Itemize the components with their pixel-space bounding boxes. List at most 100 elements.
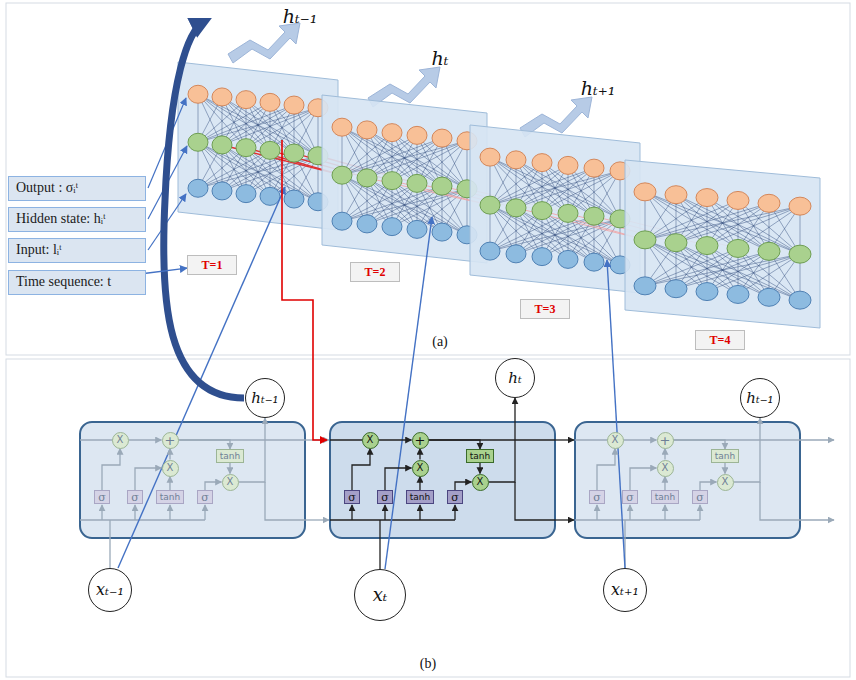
weight-line bbox=[490, 205, 568, 259]
operation-circle: + bbox=[412, 432, 429, 449]
connector bbox=[700, 482, 717, 490]
cell-wire bbox=[699, 505, 700, 520]
panel-a-frame bbox=[6, 3, 850, 355]
neuron bbox=[357, 121, 377, 139]
weight-line bbox=[392, 133, 467, 189]
node-text: T=4 bbox=[710, 334, 731, 346]
weight-line bbox=[516, 219, 620, 254]
time-step-box: T=3 bbox=[520, 299, 570, 319]
connector bbox=[664, 477, 665, 491]
lstm-cell bbox=[575, 422, 834, 590]
connector bbox=[724, 463, 725, 474]
neuron bbox=[407, 174, 427, 192]
node-text: Hidden state: hᵢᵗ bbox=[16, 212, 106, 226]
neuron bbox=[212, 182, 232, 200]
neuron bbox=[634, 277, 656, 295]
node-text: Input: lᵢᵗ bbox=[16, 243, 62, 257]
neuron bbox=[789, 197, 811, 215]
node-text: + bbox=[165, 434, 176, 447]
neuron bbox=[665, 186, 687, 204]
neuron bbox=[357, 169, 377, 187]
weight-line bbox=[342, 127, 417, 183]
neuron bbox=[696, 237, 718, 255]
gate-box: tanh bbox=[651, 490, 679, 504]
hidden-output-label: hₜ₊₁ bbox=[581, 79, 616, 98]
gate-box: σ bbox=[344, 490, 360, 504]
cell-wire bbox=[760, 482, 800, 520]
hidden-state-circle: hₜ₋₁ bbox=[245, 378, 285, 418]
legend-label-box: Hidden state: hᵢᵗ bbox=[8, 207, 146, 232]
neuron bbox=[432, 223, 452, 241]
connector bbox=[102, 449, 120, 491]
neuron bbox=[758, 242, 780, 260]
node-text: σ bbox=[131, 492, 139, 503]
neuron bbox=[584, 253, 604, 271]
node-text: T=1 bbox=[202, 259, 223, 271]
gate-box: σ bbox=[622, 490, 638, 504]
input-circle: xₜ bbox=[354, 569, 406, 621]
weight-line bbox=[676, 254, 800, 289]
connector bbox=[419, 449, 420, 460]
cell-wire bbox=[80, 519, 205, 520]
panel-b-frame bbox=[6, 359, 850, 677]
weight-line bbox=[542, 211, 620, 265]
time-step-box: T=4 bbox=[695, 330, 745, 350]
time-step-box: T=2 bbox=[350, 262, 400, 282]
hidden-output-label: hₜ bbox=[432, 49, 449, 68]
weight-line bbox=[676, 206, 800, 243]
operation-circle: X bbox=[412, 460, 429, 477]
node-text: X bbox=[227, 477, 234, 487]
connector bbox=[379, 439, 412, 440]
neuron bbox=[332, 118, 352, 136]
neuron bbox=[480, 196, 500, 214]
neuron bbox=[480, 242, 500, 260]
legend-label-box: Output : σᵢᵗ bbox=[8, 176, 146, 201]
neuron bbox=[332, 212, 352, 230]
neuron bbox=[532, 202, 552, 220]
cell-wire bbox=[330, 519, 455, 520]
cell-wire bbox=[204, 505, 205, 520]
connector bbox=[229, 463, 230, 474]
neuron bbox=[212, 88, 232, 106]
weight-line bbox=[392, 189, 467, 227]
neuron bbox=[506, 245, 526, 263]
connector bbox=[479, 463, 480, 474]
gate-box: σ bbox=[377, 490, 393, 504]
frame-outline bbox=[178, 62, 338, 230]
node-text: T=2 bbox=[365, 266, 386, 278]
node-text: Time sequence: t bbox=[16, 275, 111, 289]
node-text: X bbox=[417, 463, 424, 473]
weight-line bbox=[707, 206, 800, 245]
node-text: Output : σᵢᵗ bbox=[16, 181, 78, 195]
neuron bbox=[188, 179, 208, 197]
node-text: T=3 bbox=[535, 303, 556, 315]
neuron bbox=[506, 199, 526, 217]
cell-box bbox=[80, 422, 305, 538]
node-text: σ bbox=[348, 492, 356, 503]
connector bbox=[429, 440, 481, 449]
time-step-box: T=1 bbox=[187, 255, 237, 275]
frame-outline bbox=[625, 160, 820, 328]
weight-line bbox=[490, 219, 620, 251]
neuron bbox=[284, 190, 304, 208]
node-text: hₜ₋₁ bbox=[251, 391, 278, 406]
cell-box bbox=[575, 422, 800, 538]
weight-line bbox=[222, 108, 318, 145]
lstm-cell bbox=[80, 422, 329, 590]
node-text: hₜ₋₁ bbox=[746, 391, 773, 406]
cell-wire bbox=[555, 439, 574, 440]
node-text: X bbox=[722, 477, 729, 487]
gate-box: σ bbox=[94, 490, 110, 504]
neuron bbox=[532, 248, 552, 266]
weight-line bbox=[392, 181, 467, 235]
cell-wire bbox=[265, 482, 305, 520]
neuron bbox=[634, 231, 656, 249]
cell-wire bbox=[800, 519, 834, 520]
connector bbox=[179, 440, 231, 449]
neuron bbox=[532, 154, 552, 172]
tanh-box: tanh bbox=[711, 449, 739, 463]
neuron bbox=[260, 141, 280, 159]
cell-wire bbox=[555, 519, 574, 520]
connector bbox=[146, 268, 187, 273]
operation-circle: X bbox=[362, 432, 379, 449]
